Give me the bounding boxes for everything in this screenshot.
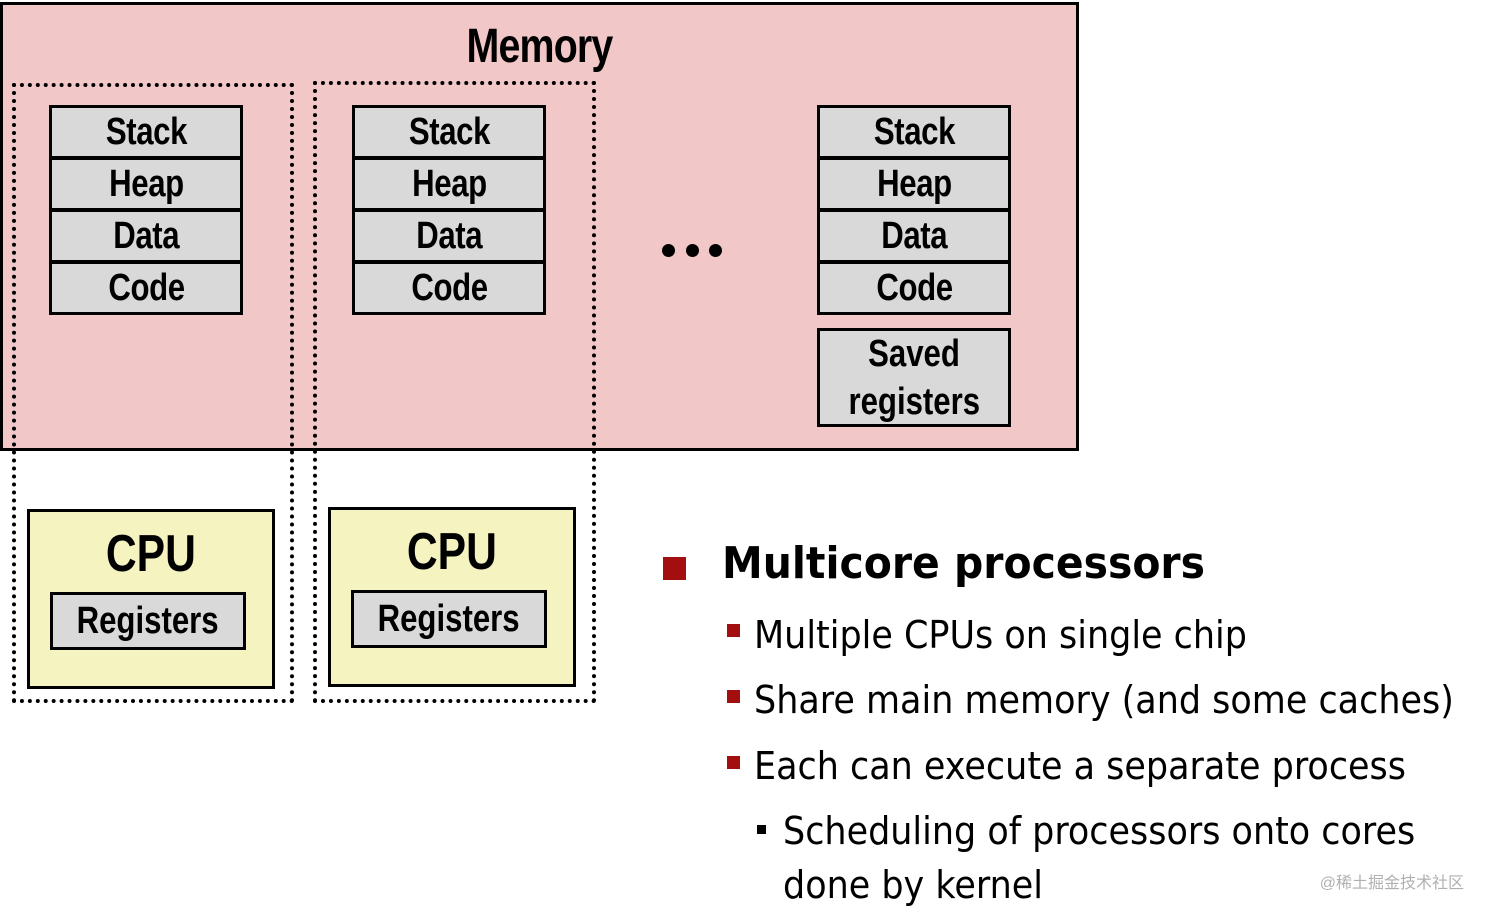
process-outline-1 (12, 83, 294, 703)
segment-data: Data (49, 209, 243, 263)
sub-bullet-3: Each can execute a separate process (754, 744, 1406, 788)
segment-stack: Stack (352, 105, 546, 159)
registers-box: Registers (351, 590, 547, 648)
address-space-3: Stack Heap Data Code (817, 105, 1011, 315)
ellipsis (662, 244, 722, 260)
memory-title: Memory (466, 20, 613, 73)
process-outline-2 (313, 81, 596, 703)
sub-bullet-2: Share main memory (and some caches) (754, 678, 1454, 722)
segment-code: Code (352, 261, 546, 315)
bullet-main: Multicore processors (722, 538, 1205, 589)
segment-stack: Stack (817, 105, 1011, 159)
sub-bullet-marker (727, 690, 740, 703)
cpu-box-1: CPU Registers (27, 509, 275, 689)
segment-heap: Heap (817, 157, 1011, 211)
saved-registers-line-2: registers (848, 380, 980, 423)
bullet-marker (663, 557, 686, 580)
address-space-2: Stack Heap Data Code (352, 105, 546, 315)
sub-bullet-marker (727, 756, 740, 769)
cpu-title: CPU (105, 525, 197, 583)
subsub-bullet-line-2: done by kernel (783, 863, 1044, 907)
saved-registers-box: Saved registers (817, 328, 1011, 427)
subsub-bullet-line-1: Scheduling of processors onto cores (783, 809, 1416, 853)
segment-code: Code (817, 261, 1011, 315)
cpu-box-2: CPU Registers (328, 507, 576, 687)
registers-box: Registers (50, 592, 246, 650)
sub-bullet-1: Multiple CPUs on single chip (754, 613, 1247, 657)
segment-data: Data (352, 209, 546, 263)
watermark: @稀土掘金技术社区 (1319, 875, 1464, 892)
ellipsis-dot (709, 244, 722, 257)
segment-code: Code (49, 261, 243, 315)
saved-registers-line-1: Saved (868, 332, 960, 375)
cpu-title: CPU (406, 523, 498, 581)
address-space-1: Stack Heap Data Code (49, 105, 243, 315)
sub-bullet-marker (727, 624, 740, 637)
ellipsis-dot (662, 244, 675, 257)
subsub-bullet-marker (757, 825, 766, 834)
ellipsis-dot (685, 244, 699, 257)
